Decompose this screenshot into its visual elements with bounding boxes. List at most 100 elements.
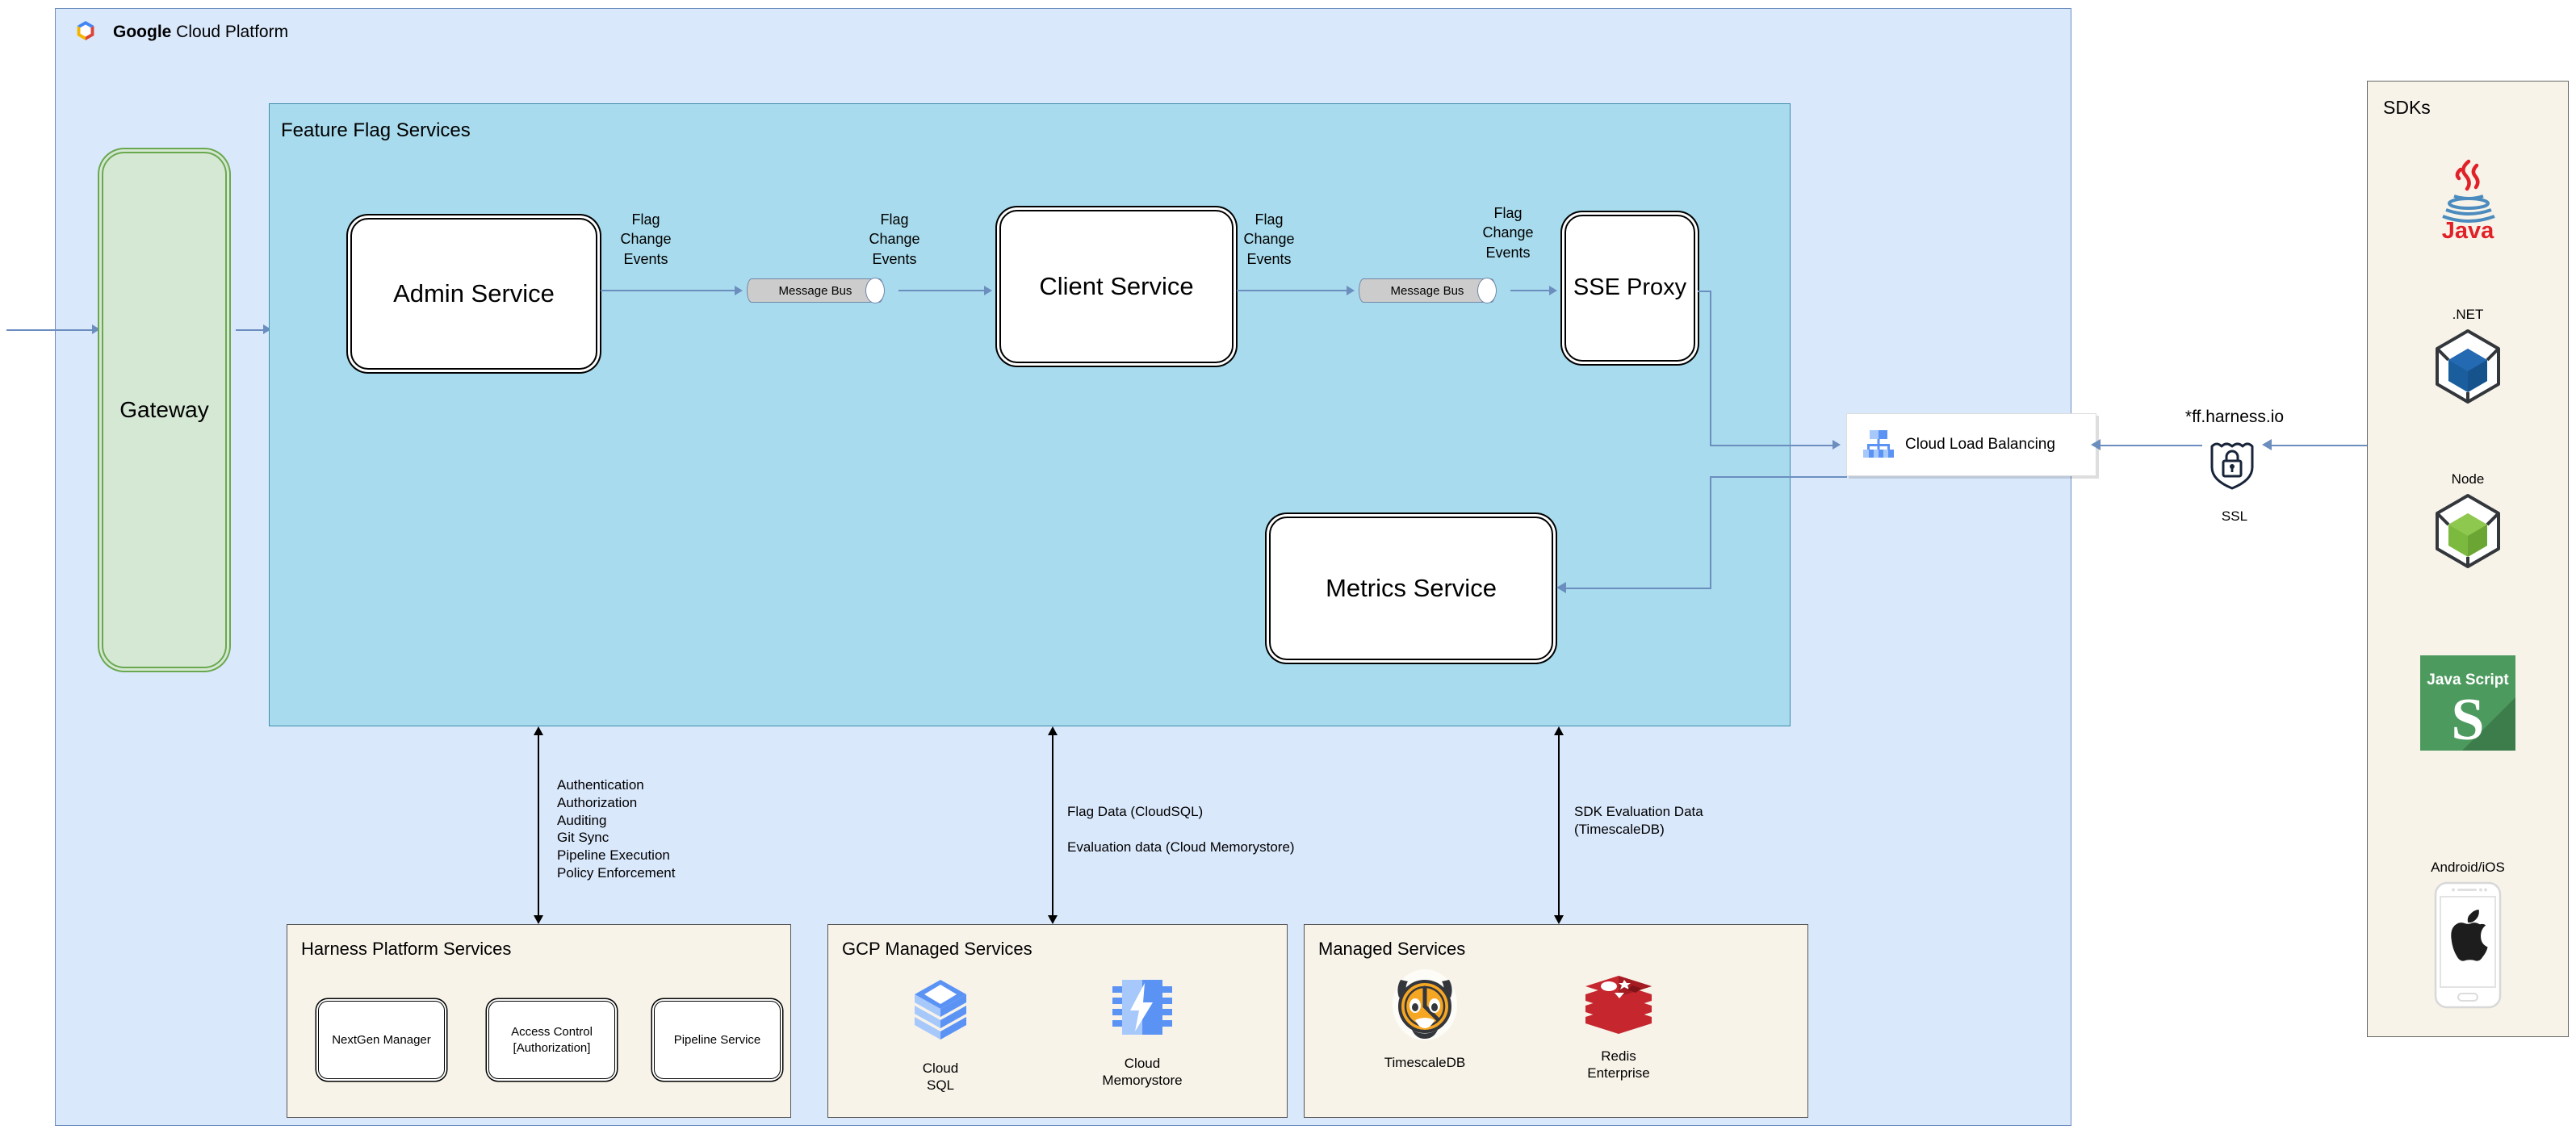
javascript-icon: Java Script S: [2420, 655, 2515, 754]
access-control-node: Access Control [Authorization]: [488, 1001, 615, 1079]
cloud-sql-icon: [910, 980, 971, 1054]
gcp-data-annotation: Flag Data (CloudSQL) Evaluation data (Cl…: [1067, 804, 1295, 855]
cloud-load-balancing-icon: [1862, 427, 1895, 463]
sse-lb-seg2: [1710, 291, 1711, 446]
annot3-arrow-up: [1554, 726, 1564, 735]
cloud-memorystore-icon: [1111, 980, 1174, 1049]
admin-to-bus-line: [601, 290, 738, 291]
cloud-load-balancing-label: Cloud Load Balancing: [1905, 436, 2055, 453]
redis-service: Redis Enterprise: [1558, 973, 1679, 1082]
admin-service-node: Admin Service: [350, 218, 597, 370]
lb-metrics-seg1: [1710, 476, 1847, 478]
gateway-node: Gateway: [102, 152, 227, 668]
dotnet-cube-icon: [2432, 329, 2503, 408]
message-bus-1: Message Bus: [747, 278, 885, 304]
pipeline-service-label: Pipeline Service: [673, 1032, 761, 1047]
timescaledb-label: TimescaleDB: [1384, 1055, 1466, 1070]
sse-proxy-node: SSE Proxy: [1564, 215, 1695, 362]
flow-label-2: Flag Change Events: [869, 211, 920, 267]
nextgen-manager-label: NextGen Manager: [332, 1032, 431, 1047]
bus-to-sse-line: [1510, 290, 1552, 291]
java-icon: Java: [2433, 159, 2503, 244]
page-title: Google Cloud Platform: [113, 23, 288, 42]
ff-harness-domain: *ff.harness.io: [2184, 408, 2285, 426]
sse-lb-seg1: [1698, 291, 1711, 292]
redis-label: Redis Enterprise: [1587, 1048, 1650, 1082]
cloud-sql-label: Cloud SQL: [922, 1061, 959, 1094]
sdk-eval-data-annotation: SDK Evaluation Data (TimescaleDB): [1574, 804, 1703, 837]
client-service-label: Client Service: [1039, 272, 1194, 301]
flow-label-1: Flag Change Events: [620, 211, 672, 267]
lb-metrics-seg2: [1710, 476, 1711, 588]
phone-apple-icon: [2433, 881, 2503, 1013]
node-cube-icon: [2432, 494, 2503, 573]
client-to-bus-arrow: [1347, 286, 1355, 295]
annot2-arrow-down: [1048, 915, 1058, 924]
lb-metrics-seg3: [1566, 588, 1711, 589]
annot3-line: [1558, 734, 1560, 917]
ssl-to-lb-arrow: [2091, 439, 2101, 450]
harness-platform-services-title: Harness Platform Services: [301, 939, 512, 959]
gateway-out-arrow: [263, 324, 271, 334]
platform-concerns-annotation: Authentication Authorization Auditing Gi…: [557, 777, 676, 881]
ssl-label: SSL: [2221, 508, 2248, 524]
annot3-arrow-down: [1554, 915, 1564, 924]
sdks-title: SDKs: [2383, 97, 2431, 118]
feature-flag-services-panel: [269, 103, 1791, 726]
annot1-arrow-down: [534, 915, 543, 924]
flow-label-3: Flag Change Events: [1243, 211, 1295, 267]
bus-to-sse-arrow: [1549, 286, 1557, 295]
lb-metrics-arrow: [1556, 582, 1566, 593]
metrics-service-node: Metrics Service: [1269, 517, 1553, 660]
sdk-to-ssl-arrow: [2262, 439, 2272, 450]
gcp-managed-services-title: GCP Managed Services: [842, 939, 1032, 959]
pipeline-service-node: Pipeline Service: [654, 1001, 781, 1079]
message-bus-2-label: Message Bus: [1390, 283, 1464, 298]
annot1-arrow-up: [534, 726, 543, 735]
svg-text:S: S: [2451, 687, 2484, 751]
bus-to-client-arrow: [984, 286, 992, 295]
svg-text:Java Script: Java Script: [2427, 672, 2509, 688]
feature-flag-services-title: Feature Flag Services: [281, 119, 471, 141]
sse-lb-seg3: [1710, 445, 1835, 446]
managed-services-title: Managed Services: [1318, 939, 1466, 959]
nextgen-manager-node: NextGen Manager: [318, 1001, 445, 1079]
cloud-load-balancing-node: Cloud Load Balancing: [1846, 413, 2096, 476]
ssl-to-lb-line: [2099, 445, 2202, 446]
page-title-bold: Google: [113, 23, 172, 41]
bus-to-client-line: [898, 290, 987, 291]
timescaledb-service: TimescaleDB: [1364, 969, 1485, 1071]
external-in-arrow: [92, 324, 100, 334]
sdk-to-ssl-line: [2268, 445, 2367, 446]
sdk-item-dotnet: .NET: [2367, 307, 2569, 409]
page-title-rest: Cloud Platform: [171, 23, 289, 41]
sdk-item-javascript: Java Script S: [2367, 655, 2569, 755]
gateway-label: Gateway: [119, 397, 209, 422]
annot2-line: [1052, 734, 1053, 917]
client-service-node: Client Service: [999, 210, 1234, 363]
node-label: Node: [2451, 471, 2485, 487]
external-in-line: [6, 329, 95, 331]
cloud-sql-service: Cloud SQL: [888, 977, 993, 1094]
gcp-managed-services-group: [827, 924, 1288, 1118]
annot1-line: [538, 734, 539, 917]
access-control-label: Access Control [Authorization]: [511, 1025, 593, 1055]
admin-service-label: Admin Service: [393, 279, 555, 308]
annot2-arrow-up: [1048, 726, 1058, 735]
sse-lb-arrow: [1833, 440, 1841, 450]
message-bus-2: Message Bus: [1359, 278, 1497, 304]
timescaledb-icon: [1388, 969, 1462, 1048]
svg-text:Java: Java: [2442, 218, 2494, 239]
gateway-out-line: [236, 329, 266, 331]
sse-proxy-label: SSE Proxy: [1573, 274, 1687, 301]
sdk-item-node: Node: [2367, 471, 2569, 574]
flow-label-4: Flag Change Events: [1482, 205, 1534, 261]
sdk-item-java: Java: [2367, 158, 2569, 244]
android-ios-label: Android/iOS: [2431, 860, 2505, 875]
message-bus-1-label: Message Bus: [778, 283, 852, 298]
google-cloud-logo: [71, 18, 100, 47]
ssl-shield-lock-icon: [2204, 440, 2260, 490]
redis-icon: [1582, 976, 1655, 1042]
client-to-bus-line: [1237, 290, 1350, 291]
admin-to-bus-arrow: [735, 286, 743, 295]
